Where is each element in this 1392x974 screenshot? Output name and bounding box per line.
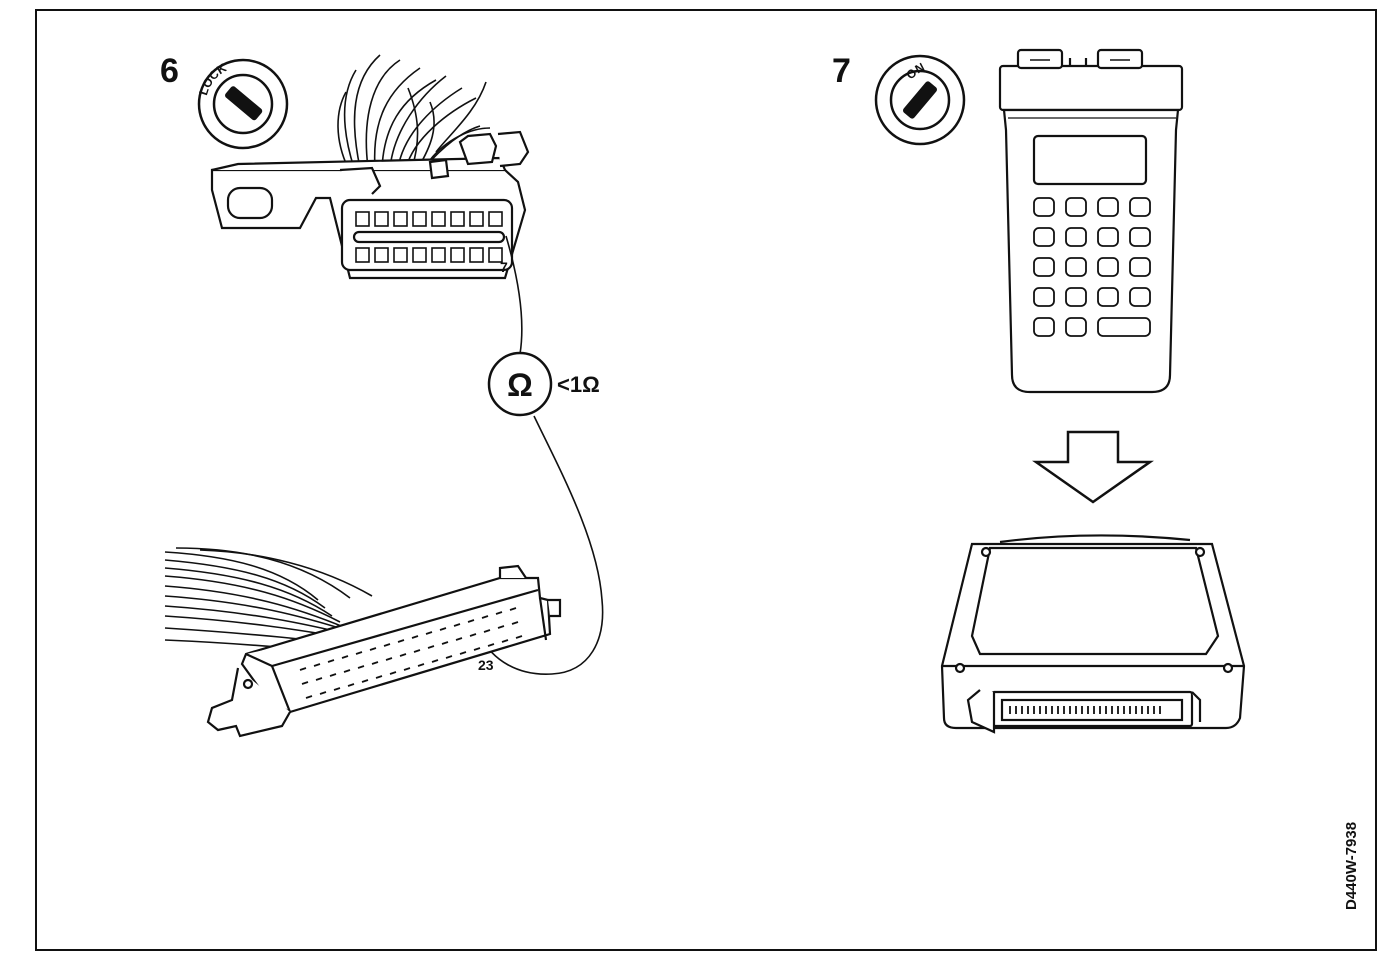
down-arrow-icon [1032, 430, 1154, 504]
upper-connector-pins [355, 211, 503, 263]
upper-connector-wires [337, 54, 491, 169]
meter-lead [477, 235, 604, 675]
handheld-tester [998, 48, 1184, 394]
upper-connector-pin-label: 7 [500, 259, 508, 275]
ignition-key-icon: ON [874, 54, 966, 146]
lower-connector-pin-label: 23 [478, 657, 494, 673]
step-6-number: 6 [160, 52, 179, 90]
control-module [940, 534, 1246, 734]
meter-symbol: Ω [507, 367, 533, 403]
tester-keypad [1033, 197, 1151, 337]
ohm-meter-icon: Ω [487, 351, 553, 417]
step-6-panel: 6 LOCK [160, 52, 604, 738]
ignition-key-icon: LOCK [196, 58, 289, 150]
meter-reading: <1Ω [557, 372, 600, 397]
figure-code: D440W-7938 [1343, 822, 1360, 910]
module-connector-pins [1009, 706, 1161, 714]
step-7-number: 7 [832, 52, 851, 90]
lower-connector-pins [299, 607, 523, 699]
diagram-border [35, 9, 1377, 951]
step-7-panel: 7 ON [832, 48, 1246, 734]
